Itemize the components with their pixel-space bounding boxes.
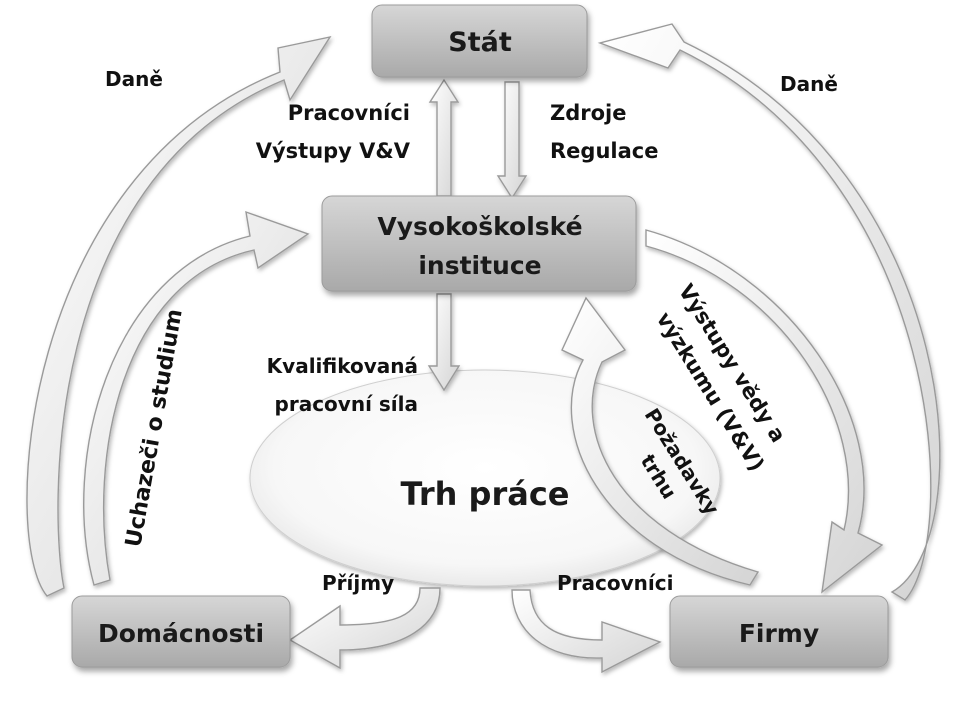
label-prijmy: Příjmy	[322, 571, 394, 595]
label-pracovnici-bottom: Pracovníci	[557, 571, 673, 595]
arrow-prijmy	[288, 587, 441, 670]
arrow-pozadavky	[561, 296, 760, 586]
label-kvalifikovana: Kvalifikovaná	[267, 354, 418, 378]
arrow-dane-right	[597, 23, 941, 601]
node-domacnosti-label: Domácnosti	[98, 619, 264, 648]
node-vysokoskolske-label-2: instituce	[418, 251, 541, 280]
arrow-pracovnici-up	[428, 78, 460, 197]
node-stat-label: Stát	[448, 27, 512, 58]
arrow-kvalifikovana-down	[427, 293, 461, 392]
node-vysokoskolske: Vysokoškolské instituce	[321, 195, 637, 292]
node-domacnosti: Domácnosti	[71, 595, 291, 668]
node-trh-label: Trh práce	[401, 475, 570, 513]
label-dane-left: Daně	[105, 67, 163, 91]
label-dane-right: Daně	[780, 72, 838, 96]
node-firmy-label: Firmy	[739, 619, 819, 648]
arrow-uchazeci	[83, 210, 310, 586]
label-pracovni-sila: pracovní síla	[275, 392, 418, 416]
label-pracovnici-top: Pracovníci	[288, 101, 410, 125]
label-vystupy-vv-top: Výstupy V&V	[256, 139, 411, 163]
node-stat: Stát	[371, 4, 588, 78]
node-vysokoskolske-label-1: Vysokoškolské	[377, 212, 582, 241]
arrow-vystupy-vedy	[645, 229, 884, 594]
label-zdroje: Zdroje	[550, 101, 626, 125]
arrow-zdroje-down	[496, 81, 528, 200]
arrow-dane-left	[26, 35, 332, 597]
label-regulace: Regulace	[550, 139, 658, 163]
arrow-pracovnici-bottom	[511, 589, 662, 674]
node-firmy: Firmy	[669, 595, 889, 668]
labor-market-ellipse	[249, 369, 721, 587]
